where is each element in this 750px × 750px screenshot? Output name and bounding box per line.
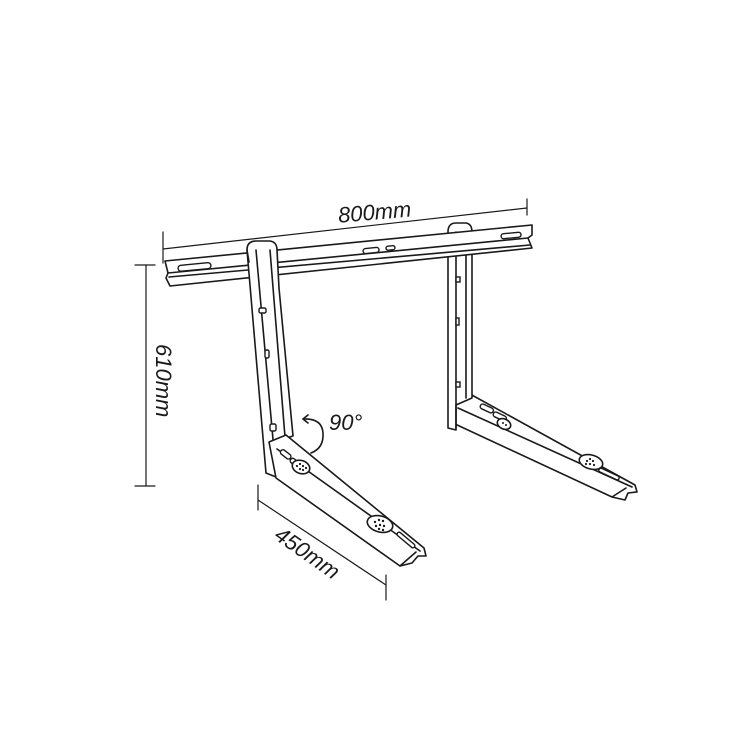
right-bracket	[447, 222, 638, 501]
width-label: 800mm	[337, 196, 412, 227]
angle-label: 90°	[329, 410, 362, 435]
rotation-arrow-icon	[302, 414, 324, 454]
depth-label: 450mm	[270, 522, 344, 585]
left-bracket	[246, 240, 427, 567]
dimension-height	[134, 264, 156, 487]
dimension-width	[162, 198, 528, 264]
horizontal-rail	[164, 224, 533, 287]
height-label: 610mm	[151, 344, 176, 417]
dimension-depth	[257, 484, 387, 601]
